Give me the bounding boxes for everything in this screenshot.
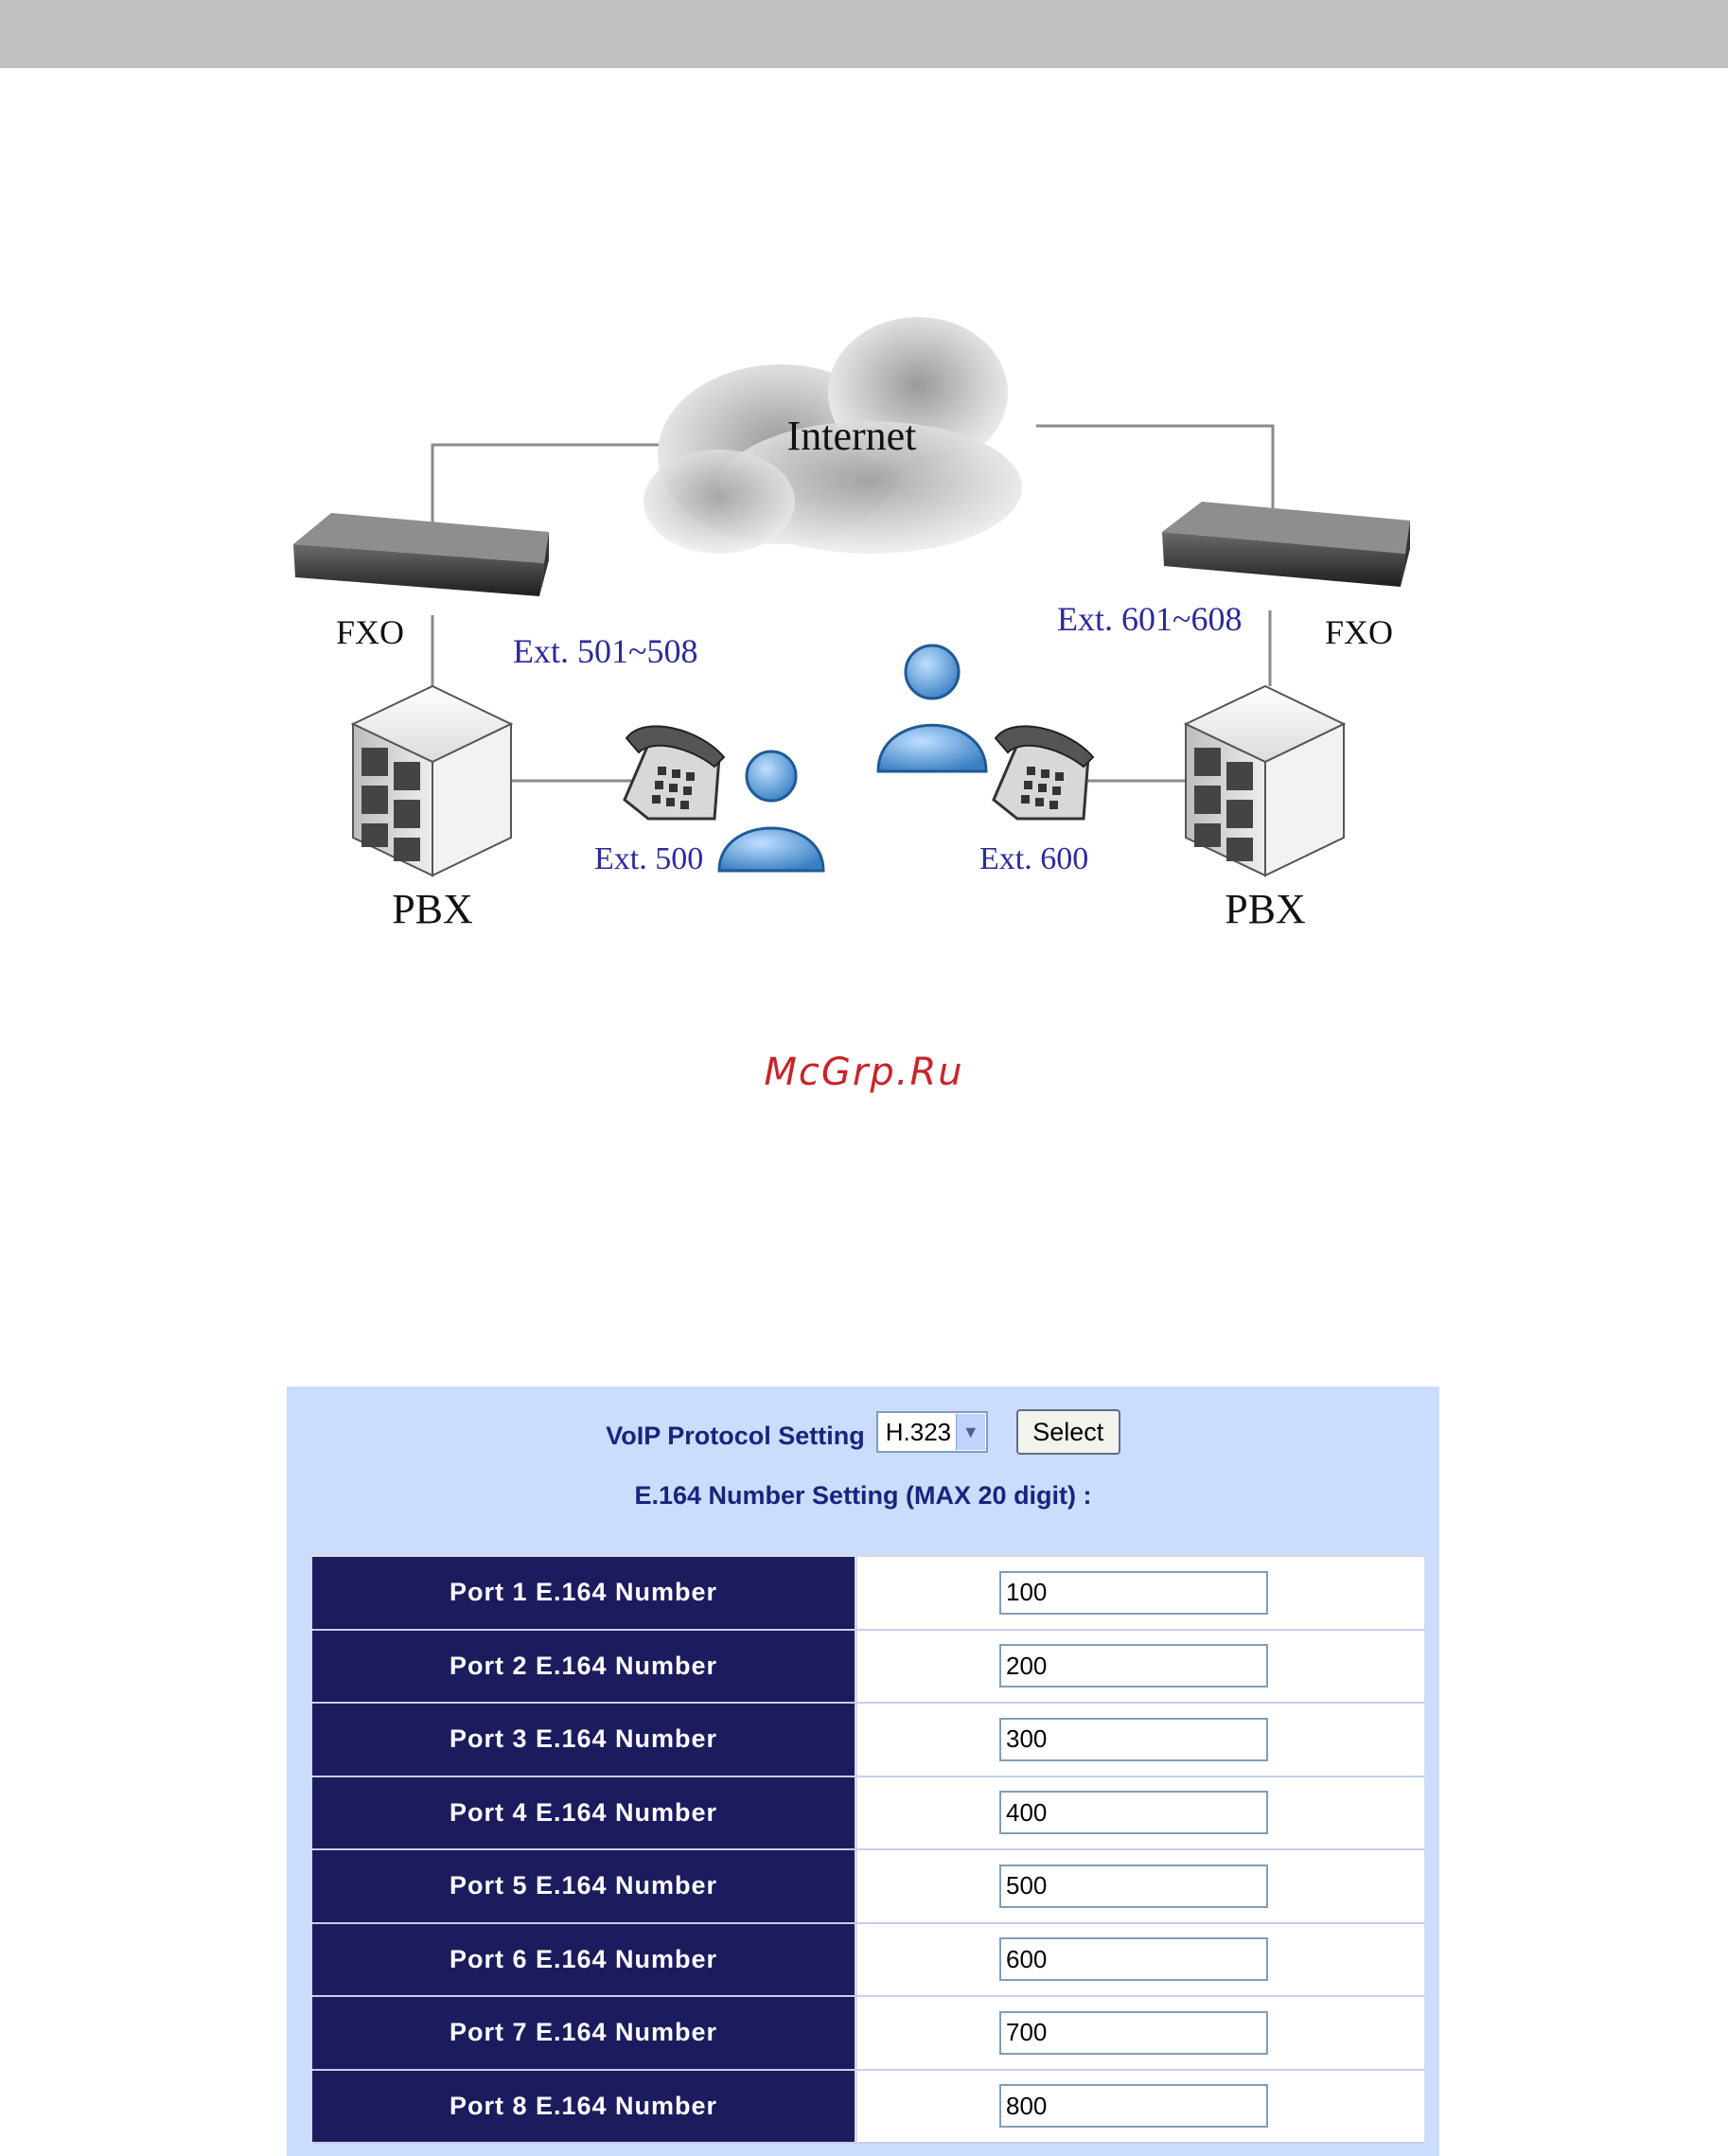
port-8-e164-input[interactable] — [999, 2084, 1268, 2129]
fxo-label-right: FXO — [1325, 613, 1393, 651]
pbx-right-icon — [1183, 684, 1347, 877]
port-value-cell — [857, 1557, 1424, 1629]
page-header-bar — [0, 0, 1728, 68]
watermark: McGrp.Ru — [764, 1051, 964, 1094]
protocol-select[interactable]: H.323 ▼ — [875, 1411, 988, 1453]
port-5-e164-input[interactable] — [999, 1864, 1268, 1908]
port-7-e164-input[interactable] — [999, 2010, 1268, 2055]
port-value-cell — [857, 2070, 1424, 2142]
table-row: Port 8 E.164 Number — [312, 2070, 1424, 2144]
port-6-e164-input[interactable] — [999, 1937, 1268, 1982]
table-row: Port 7 E.164 Number — [312, 1997, 1424, 2071]
port-value-cell — [857, 1997, 1424, 2069]
port-label: Port 5 E.164 Number — [312, 1850, 857, 1922]
ext-range-right: Ext. 601~608 — [1057, 600, 1242, 638]
protocol-label: VoIP Protocol Setting — [606, 1421, 865, 1450]
ext-phone-right: Ext. 600 — [979, 841, 1088, 876]
user-right-icon — [876, 644, 988, 773]
fxo-label-left: FXO — [336, 613, 404, 651]
telephone-right-icon — [992, 725, 1095, 821]
port-value-cell — [857, 1923, 1424, 1995]
port-label: Port 7 E.164 Number — [312, 1997, 857, 2069]
port-1-e164-input[interactable] — [999, 1570, 1268, 1615]
port-label: Port 2 E.164 Number — [312, 1630, 857, 1702]
port-label: Port 1 E.164 Number — [312, 1557, 857, 1629]
port-value-cell — [857, 1776, 1424, 1848]
port-value-cell — [857, 1704, 1424, 1776]
table-row: Port 5 E.164 Number — [312, 1850, 1424, 1924]
port-label: Port 4 E.164 Number — [312, 1776, 857, 1848]
table-row: Port 4 E.164 Number — [312, 1776, 1424, 1850]
port-value-cell — [857, 1850, 1424, 1922]
port-value-cell — [857, 1630, 1424, 1702]
fxo-gateway-left-icon — [293, 513, 549, 596]
fxo-gateway-right-icon — [1162, 502, 1410, 587]
port-4-e164-input[interactable] — [999, 1791, 1268, 1835]
network-diagram: Internet FXO Ext. 501~508 FXO Ext. 601~6… — [274, 284, 1453, 942]
port-3-e164-input[interactable] — [999, 1717, 1268, 1761]
port-label: Port 6 E.164 Number — [312, 1923, 857, 1995]
ext-phone-left: Ext. 500 — [594, 841, 703, 876]
table-row: Port 3 E.164 Number — [312, 1704, 1424, 1777]
pbx-label-right: PBX — [1225, 886, 1306, 932]
protocol-row: VoIP Protocol Setting H.323 ▼ Select — [287, 1405, 1439, 1458]
table-row: Port 2 E.164 Number — [312, 1630, 1424, 1704]
e164-port-table: Port 1 E.164 Number Port 2 E.164 Number … — [312, 1554, 1424, 2144]
pbx-left-icon — [350, 684, 514, 877]
cloud-label: Internet — [787, 413, 917, 459]
ext-range-left: Ext. 501~508 — [513, 632, 697, 670]
voip-settings-panel: VoIP Protocol Setting H.323 ▼ Select E.1… — [287, 1387, 1439, 2156]
e164-heading: E.164 Number Setting (MAX 20 digit) : — [634, 1481, 1092, 1510]
pbx-label-left: PBX — [392, 886, 473, 932]
port-2-e164-input[interactable] — [999, 1644, 1268, 1688]
select-button[interactable]: Select — [1015, 1409, 1120, 1455]
telephone-left-icon — [623, 725, 726, 821]
internet-cloud-icon — [644, 317, 1022, 554]
table-row: Port 1 E.164 Number — [312, 1557, 1424, 1631]
table-row: Port 6 E.164 Number — [312, 1923, 1424, 1997]
protocol-select-value: H.323 — [885, 1417, 952, 1446]
user-left-icon — [717, 750, 825, 873]
chevron-down-icon[interactable]: ▼ — [955, 1414, 985, 1450]
port-label: Port 3 E.164 Number — [312, 1704, 857, 1776]
port-label: Port 8 E.164 Number — [312, 2070, 857, 2142]
